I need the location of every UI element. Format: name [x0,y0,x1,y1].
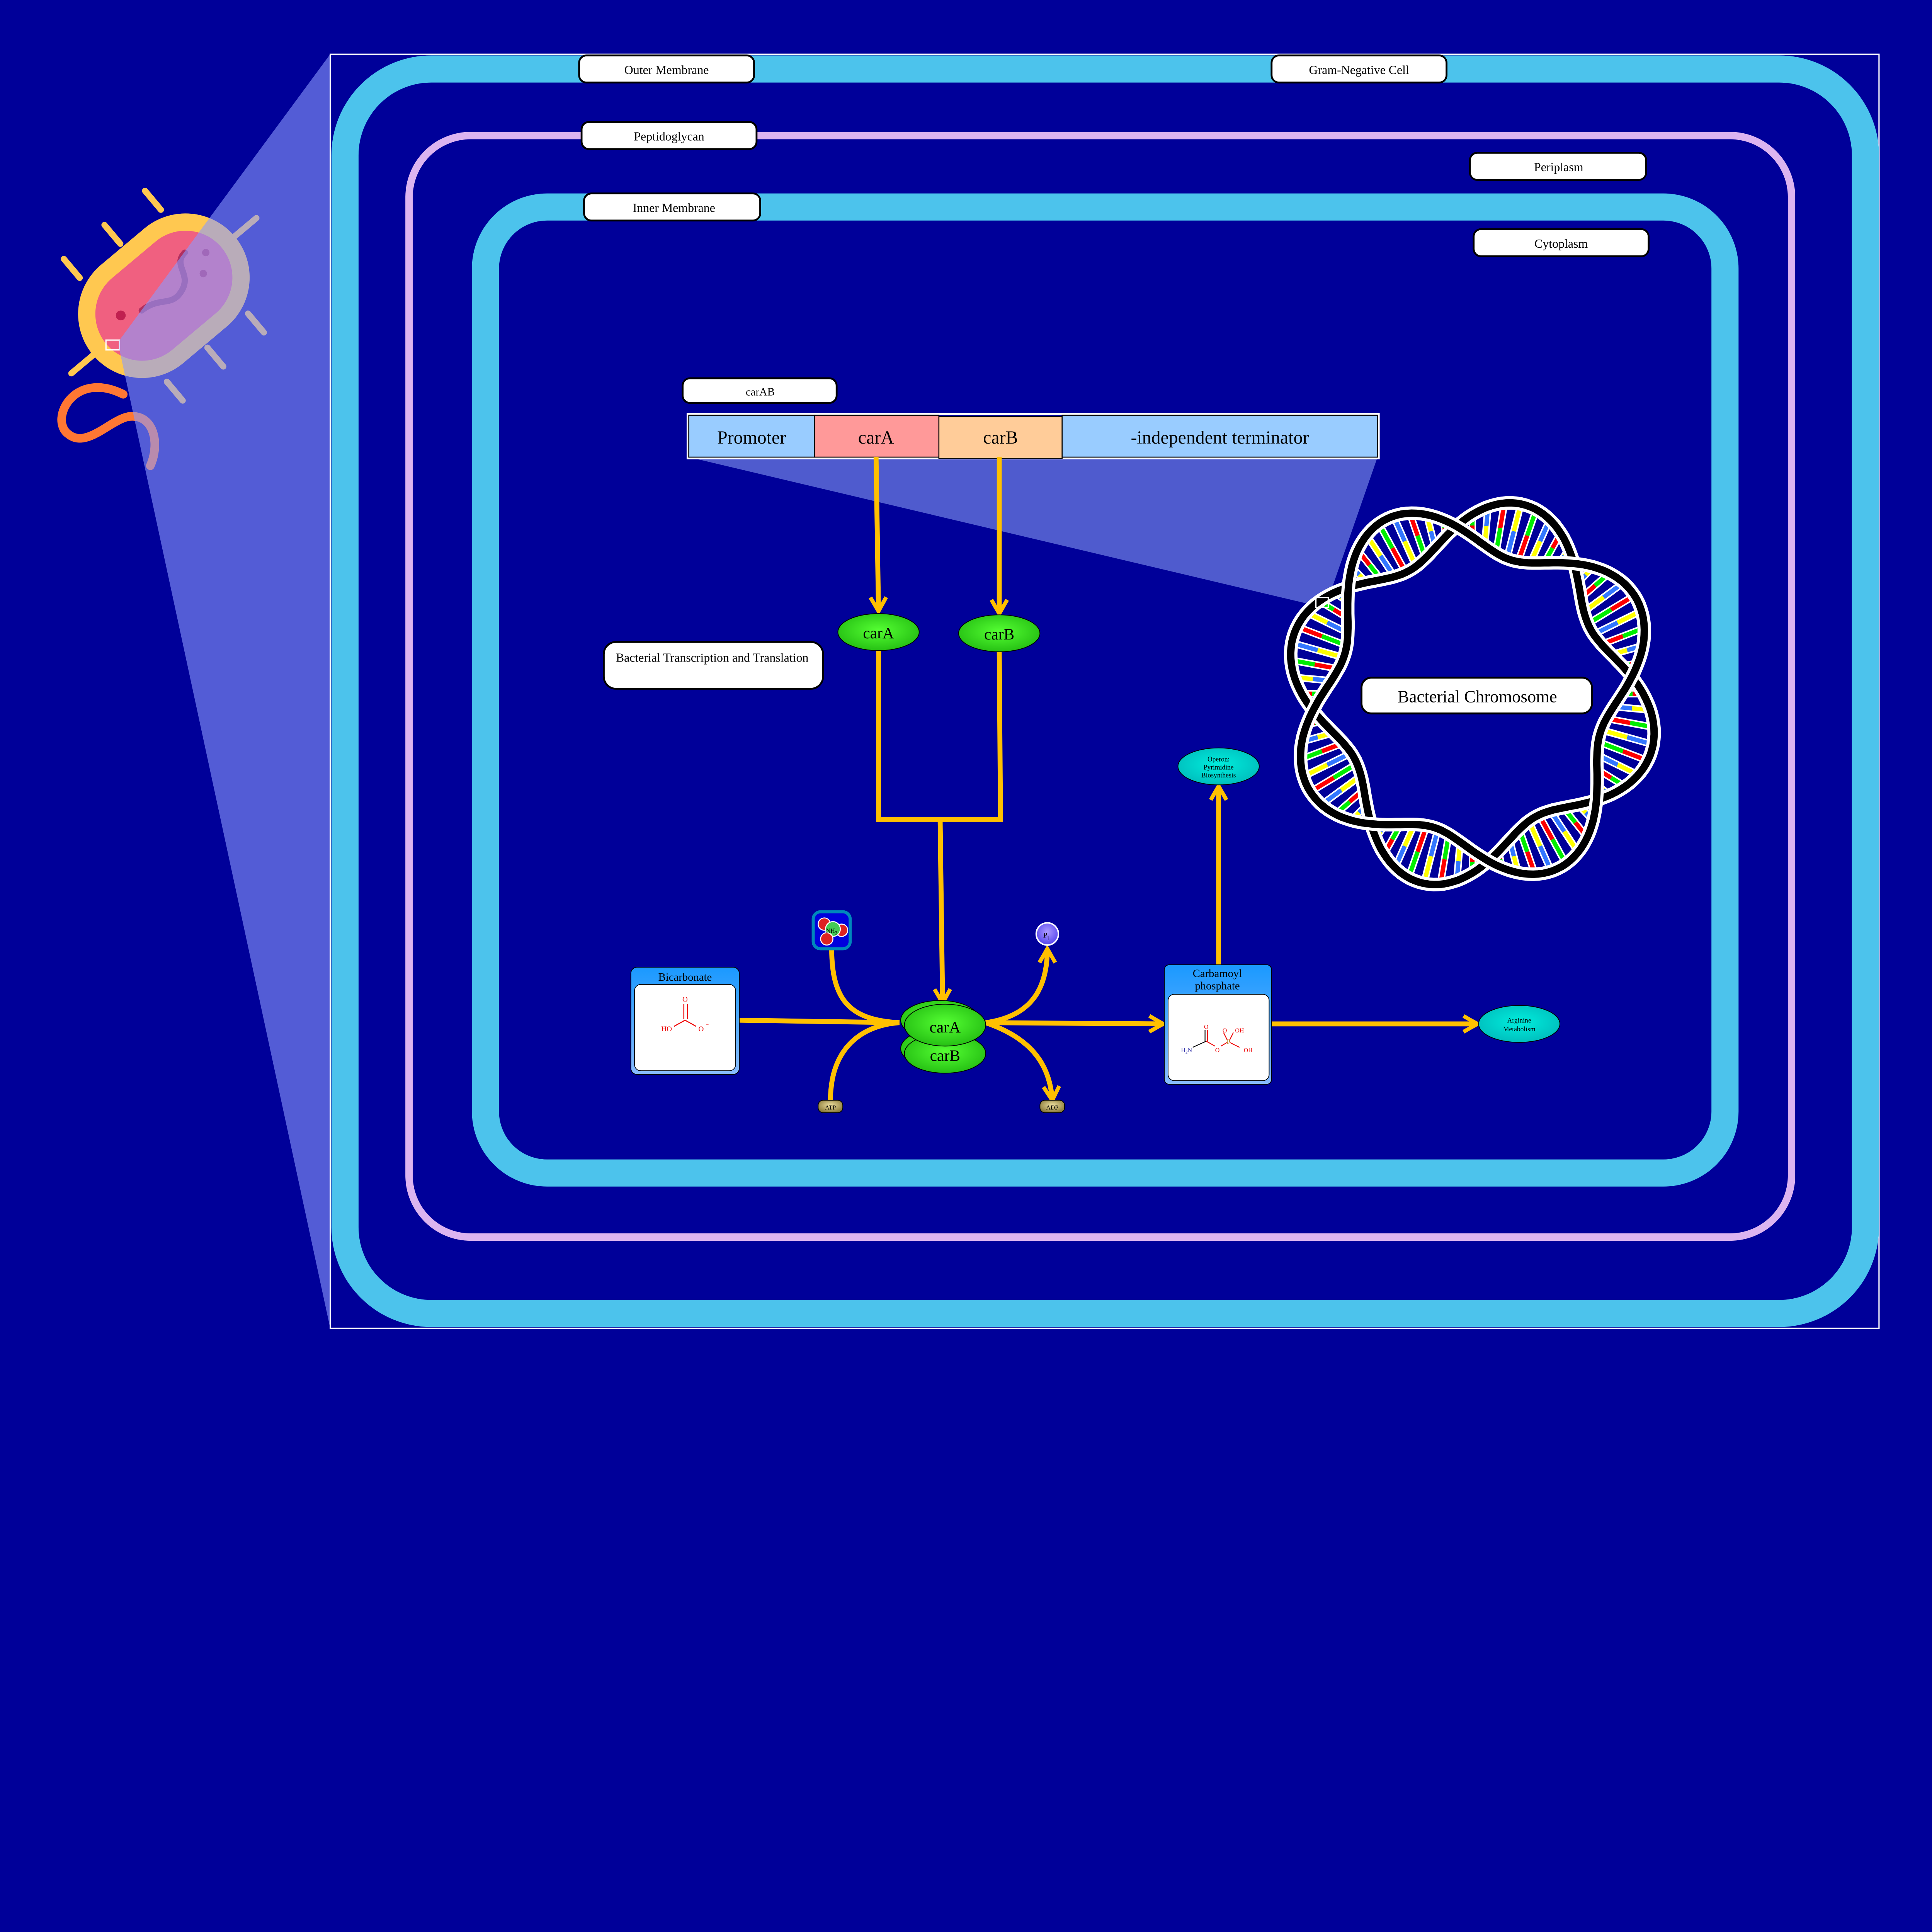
operon-segment-carb: carB [938,416,1063,459]
bicarbonate-structure: O HO O − [661,995,709,1033]
svg-text:Inner Membrane: Inner Membrane [633,201,715,214]
svg-text:O: O [1215,1047,1220,1054]
operon-segment-terminator: -independent terminator [1061,415,1378,458]
gene-product-cara: carA [837,613,920,651]
bicarbonate-node[interactable]: Bicarbonate O HO O − [630,967,740,1075]
operon-projection [689,457,1378,606]
operon-label: carAB [682,377,838,404]
svg-text:ADP: ADP [1046,1104,1058,1111]
reaction-arrows [739,782,1481,1104]
carbamoyl-phosphate-structure: O O OH H2N O P OH [1181,1024,1253,1055]
svg-text:Promoter: Promoter [717,427,786,448]
svg-text:Peptidoglycan: Peptidoglycan [634,130,704,143]
peptidoglycan-layer [405,132,1796,1241]
svg-text:Biosynthesis: Biosynthesis [1201,771,1236,779]
outer-membrane [331,55,1879,1327]
operon-segment-cara: carA [814,415,940,458]
svg-text:O: O [1204,1024,1209,1031]
pathway-arginine-metabolism[interactable]: Arginine Metabolism [1478,1005,1560,1043]
svg-text:NH3: NH3 [826,928,837,936]
transcription-arrows [869,457,1009,1007]
operon-segment-promoter: Promoter [688,415,815,458]
svg-text:−: − [706,1022,709,1027]
bacterial-chromosome[interactable] [1284,496,1661,891]
zoom-projection [119,54,330,1328]
svg-text:HO: HO [661,1025,672,1033]
inner-membrane [472,193,1739,1187]
svg-text:phosphate: phosphate [1195,980,1240,992]
svg-text:carA: carA [863,624,894,642]
svg-text:carB: carB [984,625,1014,643]
svg-text:O: O [699,1025,704,1033]
svg-text:H2N: H2N [1181,1047,1192,1054]
svg-text:P: P [1227,1039,1230,1045]
chromosome-zoom-marker [1315,597,1329,608]
svg-text:Bacterial Chromosome: Bacterial Chromosome [1398,687,1557,706]
adp-node[interactable]: ADP [1039,1100,1065,1113]
label-inner-membrane: Inner Membrane [583,192,761,222]
svg-text:Cytoplasm: Cytoplasm [1534,237,1588,250]
cell-frame [330,53,1880,1329]
svg-text:OH: OH [1235,1027,1244,1034]
enzyme-carab[interactable]: carB carA [900,1000,986,1074]
enzyme-cara-label: carA [930,1018,961,1036]
enzyme-carb-label: carB [930,1047,960,1065]
label-periplasm: Periplasm [1469,152,1647,181]
carbamoyl-phosphate-node[interactable]: Carbamoyl phosphate O O OH H2N O P OH [1164,964,1272,1085]
label-peptidoglycan: Peptidoglycan [580,121,758,150]
svg-text:Metabolism: Metabolism [1503,1025,1536,1033]
svg-text:O: O [682,995,688,1003]
phosphate-node[interactable]: Pi [1035,922,1060,946]
dna-strand [1297,509,1648,878]
process-label: Bacterial Transcription and Translation [603,641,824,690]
label-outer-membrane: Outer Membrane [578,54,755,84]
svg-text:Arginine: Arginine [1507,1017,1531,1024]
svg-text:carB: carB [983,427,1018,448]
svg-text:carA: carA [858,427,894,448]
gene-product-carb: carB [958,614,1041,652]
svg-text:Bacterial Transcription and Tr: Bacterial Transcription and Translation [616,651,809,664]
operon-bar: Promoter carA carB -independent terminat… [686,413,1380,459]
svg-text:Pi: Pi [1043,932,1049,942]
svg-text:O: O [1223,1027,1227,1034]
pathway-pyrimidine-biosynthesis[interactable]: Operon: Pyrimidine Biosynthesis [1177,747,1260,786]
svg-text:Gram-Negative Cell: Gram-Negative Cell [1309,63,1409,77]
atp-node[interactable]: ATP [818,1100,844,1113]
diagram-canvas: Outer Membrane Gram-Negative Cell Peptid… [57,53,1880,1329]
label-gram-negative-cell: Gram-Negative Cell [1270,54,1448,84]
svg-text:OH: OH [1244,1047,1253,1054]
label-cytoplasm: Cytoplasm [1473,228,1650,257]
dna-strand [1287,499,1658,888]
svg-text:Periplasm: Periplasm [1534,160,1583,174]
svg-text:carAB: carAB [746,386,775,398]
svg-text:Outer Membrane: Outer Membrane [624,63,709,77]
svg-text:Operon:: Operon: [1208,755,1230,763]
svg-text:ATP: ATP [825,1104,836,1111]
chromosome-label: Bacterial Chromosome [1361,677,1593,714]
svg-text:Bicarbonate: Bicarbonate [658,971,712,983]
svg-text:Pyrimidine: Pyrimidine [1204,763,1234,771]
ammonia-node[interactable]: NH3 [811,910,852,951]
svg-text:Carbamoyl: Carbamoyl [1193,968,1242,980]
svg-text:-independent terminator: -independent terminator [1131,427,1309,448]
